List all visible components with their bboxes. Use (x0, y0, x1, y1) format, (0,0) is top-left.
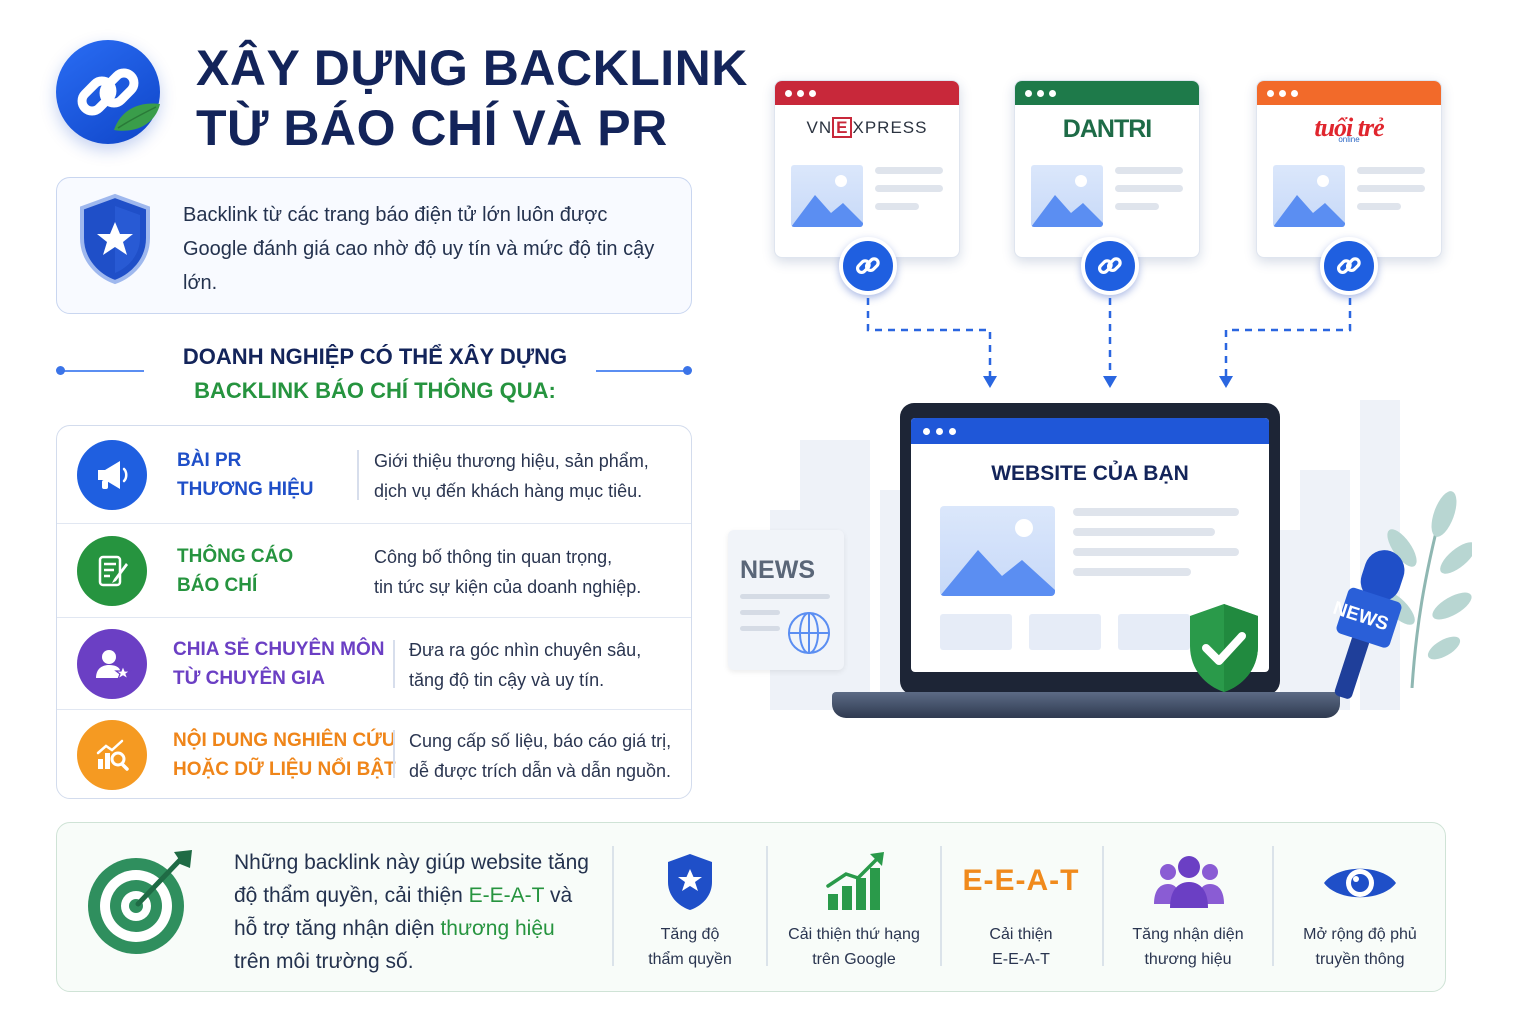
check-shield-icon (1190, 604, 1258, 692)
row-separator (393, 730, 395, 778)
divider-right (596, 370, 688, 372)
method-desc-line-1: Đưa ra góc nhìn chuyên sâu, (409, 640, 642, 660)
benefit-media-coverage: Mở rộng độ phủ truyền thông (1280, 846, 1440, 968)
page-title: XÂY DỰNG BACKLINK TỪ BÁO CHÍ VÀ PR (196, 38, 748, 158)
browser-bar (1257, 81, 1441, 105)
method-desc-line-1: Cung cấp số liệu, báo cáo giá trị, (409, 731, 672, 751)
method-label-line-1: BÀI PR (177, 450, 242, 471)
browser-bar (911, 418, 1269, 444)
title-line-2: TỪ BÁO CHÍ VÀ PR (196, 100, 668, 156)
link-logo (56, 40, 160, 144)
benefit-label-line-2: thẩm quyền (648, 951, 732, 968)
row-separator (357, 450, 359, 500)
method-row-pr: BÀI PR THƯƠNG HIỆU Giới thiệu thương hiệ… (57, 426, 691, 524)
browser-bar (1015, 81, 1199, 105)
method-label-line-2: THƯƠNG HIỆU (177, 479, 314, 500)
website-title: WEBSITE CỦA BẠN (991, 462, 1189, 485)
method-label-line-1: THÔNG CÁO (177, 546, 294, 567)
benefit-authority: Tăng độ thẩm quyền (620, 846, 760, 968)
intro-text: Backlink từ các trang báo điện tử lớn lu… (183, 204, 655, 294)
method-label-line-1: CHIA SẺ CHUYÊN MÔN (173, 639, 385, 660)
benefit-label-line-1: Tăng độ (660, 926, 720, 943)
tuoitre-logo: tuổi trẻ online (1314, 113, 1384, 144)
image-placeholder-icon (1031, 165, 1103, 227)
browser-bar (775, 81, 959, 105)
image-placeholder-icon (940, 506, 1055, 596)
people-icon (1154, 856, 1224, 908)
benefit-label-line-2: E-E-A-T (992, 951, 1050, 968)
news-site-dantri: DANTRI (1014, 80, 1200, 258)
press-release-icon (77, 536, 147, 606)
benefit-label-line-2: truyền thông (1315, 951, 1405, 968)
growth-chart-icon (826, 852, 884, 910)
link-arrows (866, 298, 1352, 388)
benefit-label-line-1: Mở rộng độ phủ (1303, 926, 1417, 943)
link-badge-icon (839, 237, 897, 295)
newspaper-label: NEWS (740, 556, 815, 584)
globe-icon (788, 612, 830, 654)
shield-star-icon (668, 854, 712, 910)
method-row-research: NỘI DUNG NGHIÊN CỨU HOẶC DỮ LIỆU NỔI BẬT… (57, 710, 691, 798)
eye-icon (1324, 868, 1396, 898)
divider-left (60, 370, 144, 372)
benefit-eeat: E-E-A-T Cải thiện E-E-A-T (946, 846, 1096, 968)
image-placeholder-icon (791, 165, 863, 227)
shield-star-icon (80, 193, 150, 285)
method-desc-line-2: tăng độ tin cậy và uy tín. (409, 670, 605, 690)
benefits-box (56, 822, 1446, 992)
benefit-brand-awareness: Tăng nhận diện thương hiệu (1110, 846, 1266, 968)
newspaper-icon: NEWS (728, 530, 844, 670)
section-heading-line-2: BACKLINK BÁO CHÍ THÔNG QUA: (194, 378, 556, 403)
method-desc-line-1: Công bố thông tin quan trọng, (374, 547, 613, 567)
divider-dot-right (683, 366, 692, 375)
eeat-icon: E-E-A-T (962, 864, 1080, 897)
link-badge-icon (1320, 237, 1378, 295)
megaphone-icon (77, 440, 147, 510)
method-row-expert: CHIA SẺ CHUYÊN MÔN TỪ CHUYÊN GIA Đưa ra … (57, 618, 691, 710)
benefit-label-line-1: Cải thiện (989, 926, 1053, 943)
benefit-label-line-2: trên Google (812, 951, 896, 968)
method-label-line-1: NỘI DUNG NGHIÊN CỨU (173, 730, 396, 751)
section-heading-line-1: DOANH NGHIỆP CÓ THỂ XÂY DỰNG (182, 344, 568, 369)
microphone-icon: NEWS (1318, 540, 1408, 700)
benefit-label-line-1: Tăng nhận diện (1132, 926, 1244, 943)
target-icon (88, 850, 192, 954)
method-desc-line-1: Giới thiệu thương hiệu, sản phẩm, (374, 451, 649, 471)
method-desc-line-2: tin tức sự kiện của doanh nghiệp. (374, 577, 642, 597)
benefit-label-line-2: thương hiệu (1144, 951, 1232, 968)
news-site-tuoitre: tuổi trẻ online (1256, 80, 1442, 258)
intro-box (56, 177, 692, 314)
leaf-icon (114, 103, 160, 131)
image-placeholder-icon (1273, 165, 1345, 227)
benefit-label-line-1: Cải thiện thứ hạng (788, 926, 920, 943)
benefit-ranking: Cải thiện thứ hạng trên Google (774, 846, 934, 968)
laptop-base (832, 692, 1340, 718)
link-badge-icon (1081, 237, 1139, 295)
title-line-1: XÂY DỰNG BACKLINK (196, 40, 748, 96)
method-row-press-release: THÔNG CÁO BÁO CHÍ Công bố thông tin quan… (57, 524, 691, 618)
divider-dot-left (56, 366, 65, 375)
method-label-line-2: HOẶC DỮ LIỆU NỔI BẬT (173, 759, 396, 780)
research-chart-icon (77, 720, 147, 790)
method-label-line-2: BÁO CHÍ (177, 575, 258, 596)
expert-icon (77, 629, 147, 699)
bottom-summary: Những backlink này giúp website tăng độ … (234, 851, 589, 973)
row-separator (393, 640, 395, 688)
method-desc-line-2: dễ được trích dẫn và dẫn nguồn. (409, 761, 672, 781)
chain-link-icon (77, 68, 139, 116)
method-label-line-2: TỪ CHUYÊN GIA (173, 668, 325, 689)
dantri-logo: DANTRI (1062, 115, 1152, 143)
methods-list: BÀI PR THƯƠNG HIỆU Giới thiệu thương hiệ… (56, 425, 692, 799)
method-desc-line-2: dịch vụ đến khách hàng mục tiêu. (374, 481, 643, 501)
